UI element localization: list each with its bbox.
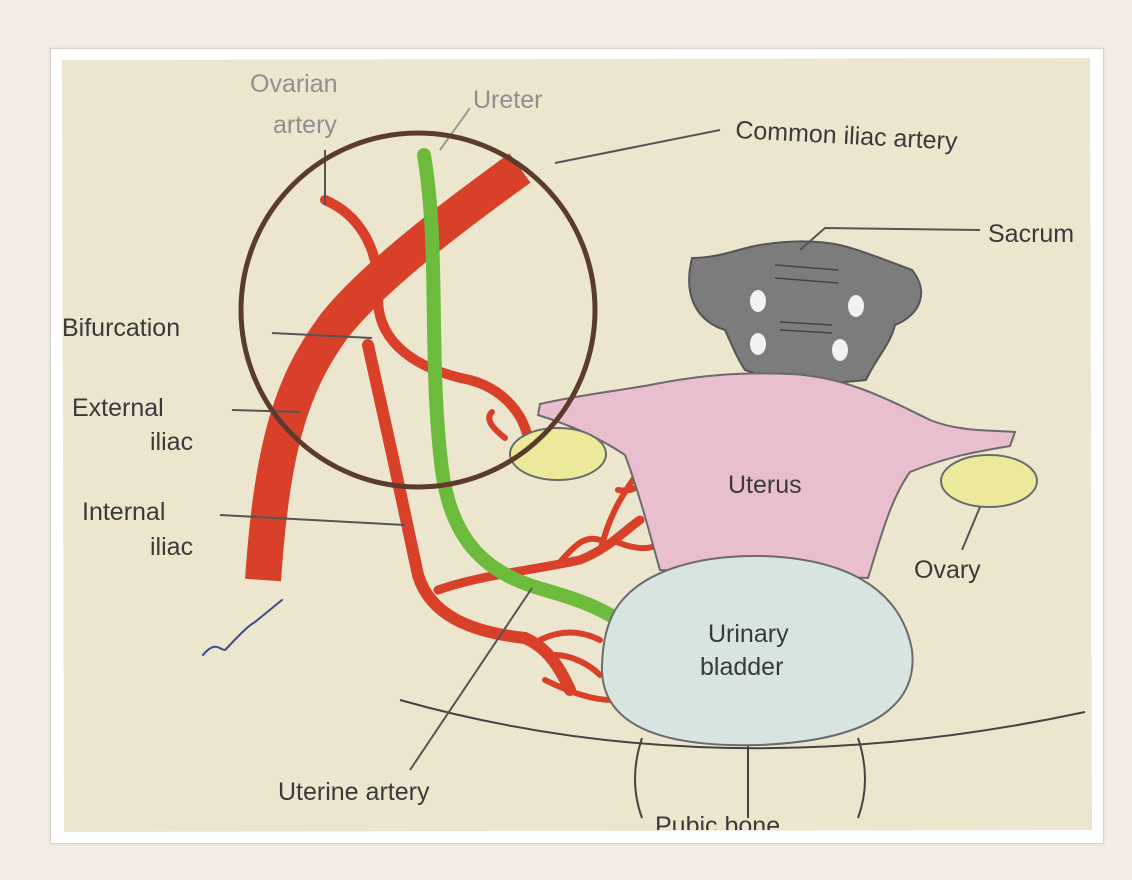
internal-iliac-label: iliac [150, 533, 193, 561]
urinary-bladder-label: Urinary [708, 620, 789, 648]
ovary-label: Ovary [914, 556, 981, 584]
uterus-label: Uterus [728, 471, 802, 499]
pubic-bone-label: Pubic bone [655, 812, 780, 840]
ovarian-artery-label: artery [273, 111, 337, 139]
external-iliac-label: External [72, 394, 164, 422]
sacral-foramen [832, 339, 848, 361]
sacral-foramen [750, 290, 766, 312]
urinary-bladder-label: bladder [700, 653, 783, 681]
bifurcation-label: Bifurcation [62, 314, 180, 342]
external-iliac-label: iliac [150, 428, 193, 456]
uterine-artery-label: Uterine artery [278, 778, 430, 806]
ureter-label: Ureter [473, 86, 542, 114]
internal-iliac-label: Internal [82, 498, 165, 526]
sacral-foramen [750, 333, 766, 355]
right-ovary [941, 455, 1037, 507]
ovarian-artery-label: Ovarian [250, 70, 338, 98]
sacral-foramen [848, 295, 864, 317]
sacrum-label: Sacrum [988, 220, 1074, 248]
urinary-bladder [602, 556, 913, 745]
